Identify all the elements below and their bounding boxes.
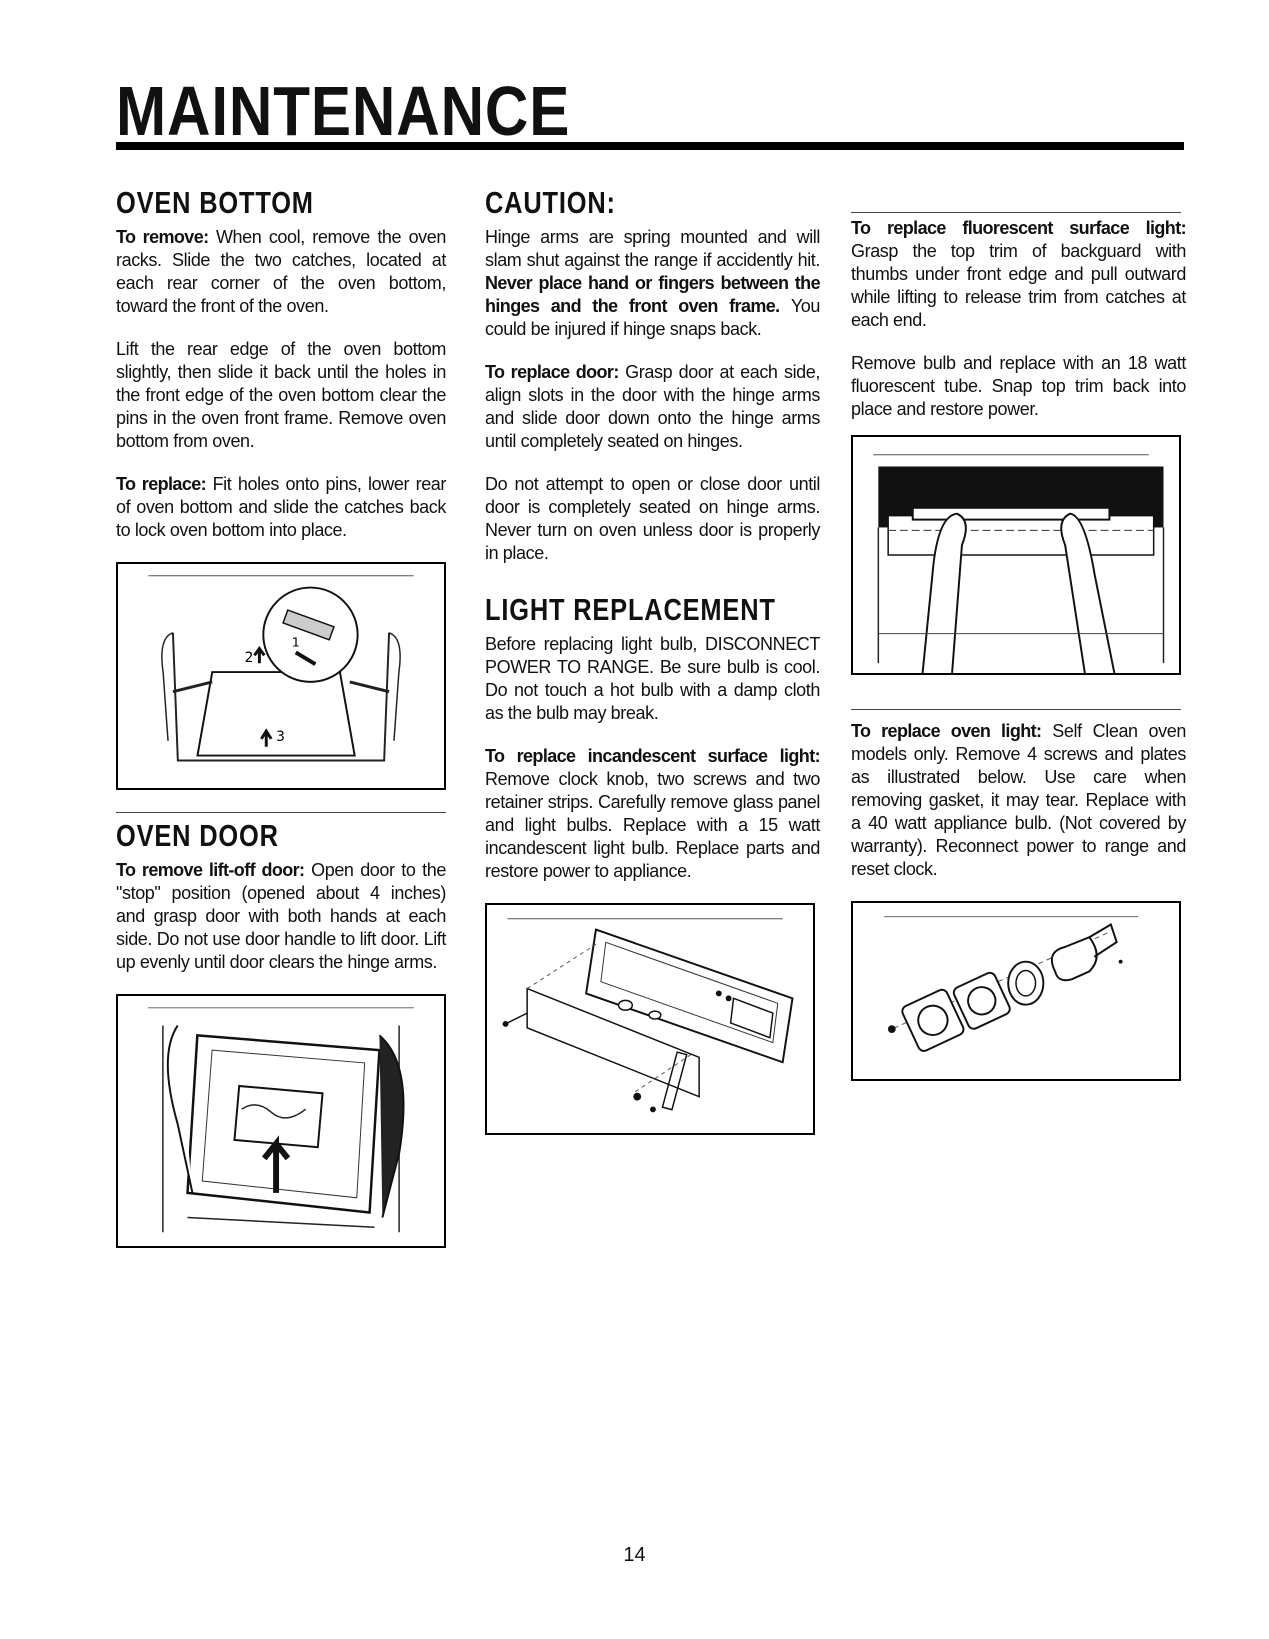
fluorescent-text: Grasp the top trim of backguard with thu…: [851, 241, 1186, 330]
remove-door-lead: To remove lift-off door:: [116, 860, 305, 881]
oven-light-drawing: [884, 916, 1139, 1052]
oven-door-heading: OVEN DOOR: [116, 818, 279, 854]
title-rule: [116, 142, 1184, 150]
oven-light-rule: [851, 709, 1181, 710]
door-warning-paragraph: Do not attempt to open or close door unt…: [485, 474, 820, 564]
column-left: OVEN BOTTOM To remove: When cool, remove…: [116, 185, 446, 1249]
oven-light-paragraph: To replace oven light: Self Clean oven m…: [851, 720, 1186, 881]
replace-door-lead: To replace door:: [485, 362, 619, 383]
incandescent-lead: To replace incandescent surface light:: [485, 746, 821, 767]
incandescent-light-illustration: [485, 903, 815, 1136]
incandescent-text: Remove clock knob, two screws and two re…: [485, 769, 820, 882]
caution-text-bold: Never place hand or fingers between the …: [485, 273, 821, 317]
replace-lead: To replace:: [116, 474, 207, 495]
fluorescent-light-drawing: [873, 454, 1165, 673]
oven-door-rule: [116, 812, 446, 814]
replace-text: Fit holes onto pins, lower rear of oven …: [116, 474, 447, 541]
fluorescent-lead: To replace fluorescent surface light:: [851, 218, 1187, 238]
fluorescent-rule: [851, 212, 1181, 213]
fluorescent-bulb-paragraph: Remove bulb and replace with an 18 watt …: [851, 353, 1186, 419]
incandescent-light-drawing: [502, 918, 794, 1113]
oven-light-lead: To replace oven light:: [851, 721, 1042, 741]
oven-light-text: Self Clean oven models only. Remove 4 sc…: [851, 721, 1186, 879]
fluorescent-light-illustration: [851, 435, 1181, 675]
light-replacement-heading: LIGHT REPLACEMENT: [485, 592, 776, 628]
replace-door-text: Grasp door at each side, align slots in …: [485, 362, 820, 452]
oven-light-illustration: [851, 901, 1181, 1081]
remove-door-text: Open door to the "stop" position (opened…: [116, 860, 446, 973]
page-title: MAINTENANCE: [116, 72, 571, 150]
light-intro-paragraph: Before replacing light bulb, DISCONNECT …: [485, 634, 820, 724]
oven-bottom-illustration: 1 2 3: [116, 562, 446, 791]
oven-door-illustration: [116, 994, 446, 1249]
caution-text-end: You could be injured if hinge snaps back…: [485, 296, 820, 340]
oven-bottom-replace-paragraph: To replace: Fit holes onto pins, lower r…: [116, 473, 446, 542]
column-middle: CAUTION: Hinge arms are spring mounted a…: [485, 185, 821, 1136]
figure-label-1: 1: [292, 636, 300, 651]
page-number: 14: [623, 1544, 646, 1566]
oven-door-drawing: [148, 1007, 414, 1233]
oven-bottom-remove-paragraph: To remove: When cool, remove the oven ra…: [116, 226, 446, 318]
caution-heading: CAUTION:: [485, 185, 616, 220]
oven-bottom-lift-paragraph: Lift the rear edge of the oven bottom sl…: [116, 339, 446, 452]
column-right: To replace fluorescent surface light: Gr…: [851, 186, 1187, 1081]
remove-text: When cool, remove the oven racks. Slide …: [116, 227, 447, 317]
caution-text-start: Hinge arms are spring mounted and will s…: [485, 227, 820, 271]
replace-door-paragraph: To replace door: Grasp door at each side…: [485, 361, 820, 453]
oven-bottom-heading: OVEN BOTTOM: [116, 185, 314, 220]
oven-door-remove-paragraph: To remove lift-off door: Open door to th…: [116, 859, 446, 974]
fluorescent-paragraph: To replace fluorescent surface light: Gr…: [851, 217, 1187, 332]
incandescent-paragraph: To replace incandescent surface light: R…: [485, 745, 821, 883]
oven-bottom-drawing: 1 2 3: [148, 575, 414, 762]
caution-paragraph: Hinge arms are spring mounted and will s…: [485, 226, 821, 341]
figure-label-2: 2: [245, 650, 254, 666]
remove-lead: To remove:: [116, 227, 209, 248]
figure-label-3: 3: [276, 729, 285, 745]
